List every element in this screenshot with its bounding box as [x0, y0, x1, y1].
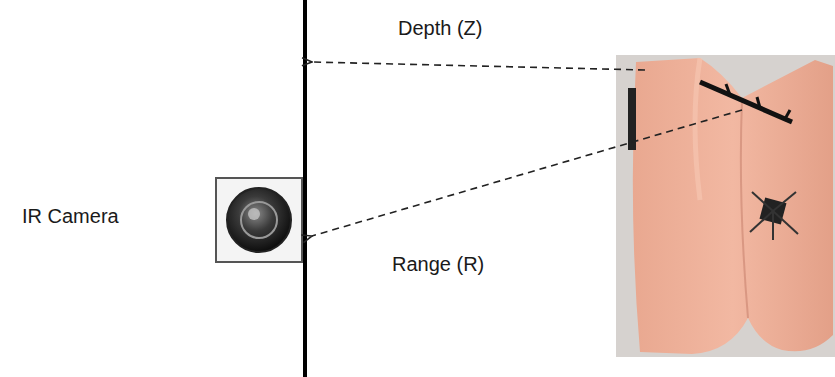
depth-label: Depth (Z) [398, 16, 482, 40]
phantom-photo [616, 55, 835, 357]
image-plane [303, 0, 307, 377]
range-label: Range (R) [392, 252, 484, 276]
camera-icon [216, 178, 302, 262]
range-ray [312, 110, 742, 236]
camera-label: IR Camera [22, 204, 119, 228]
depth-ray [312, 62, 645, 70]
